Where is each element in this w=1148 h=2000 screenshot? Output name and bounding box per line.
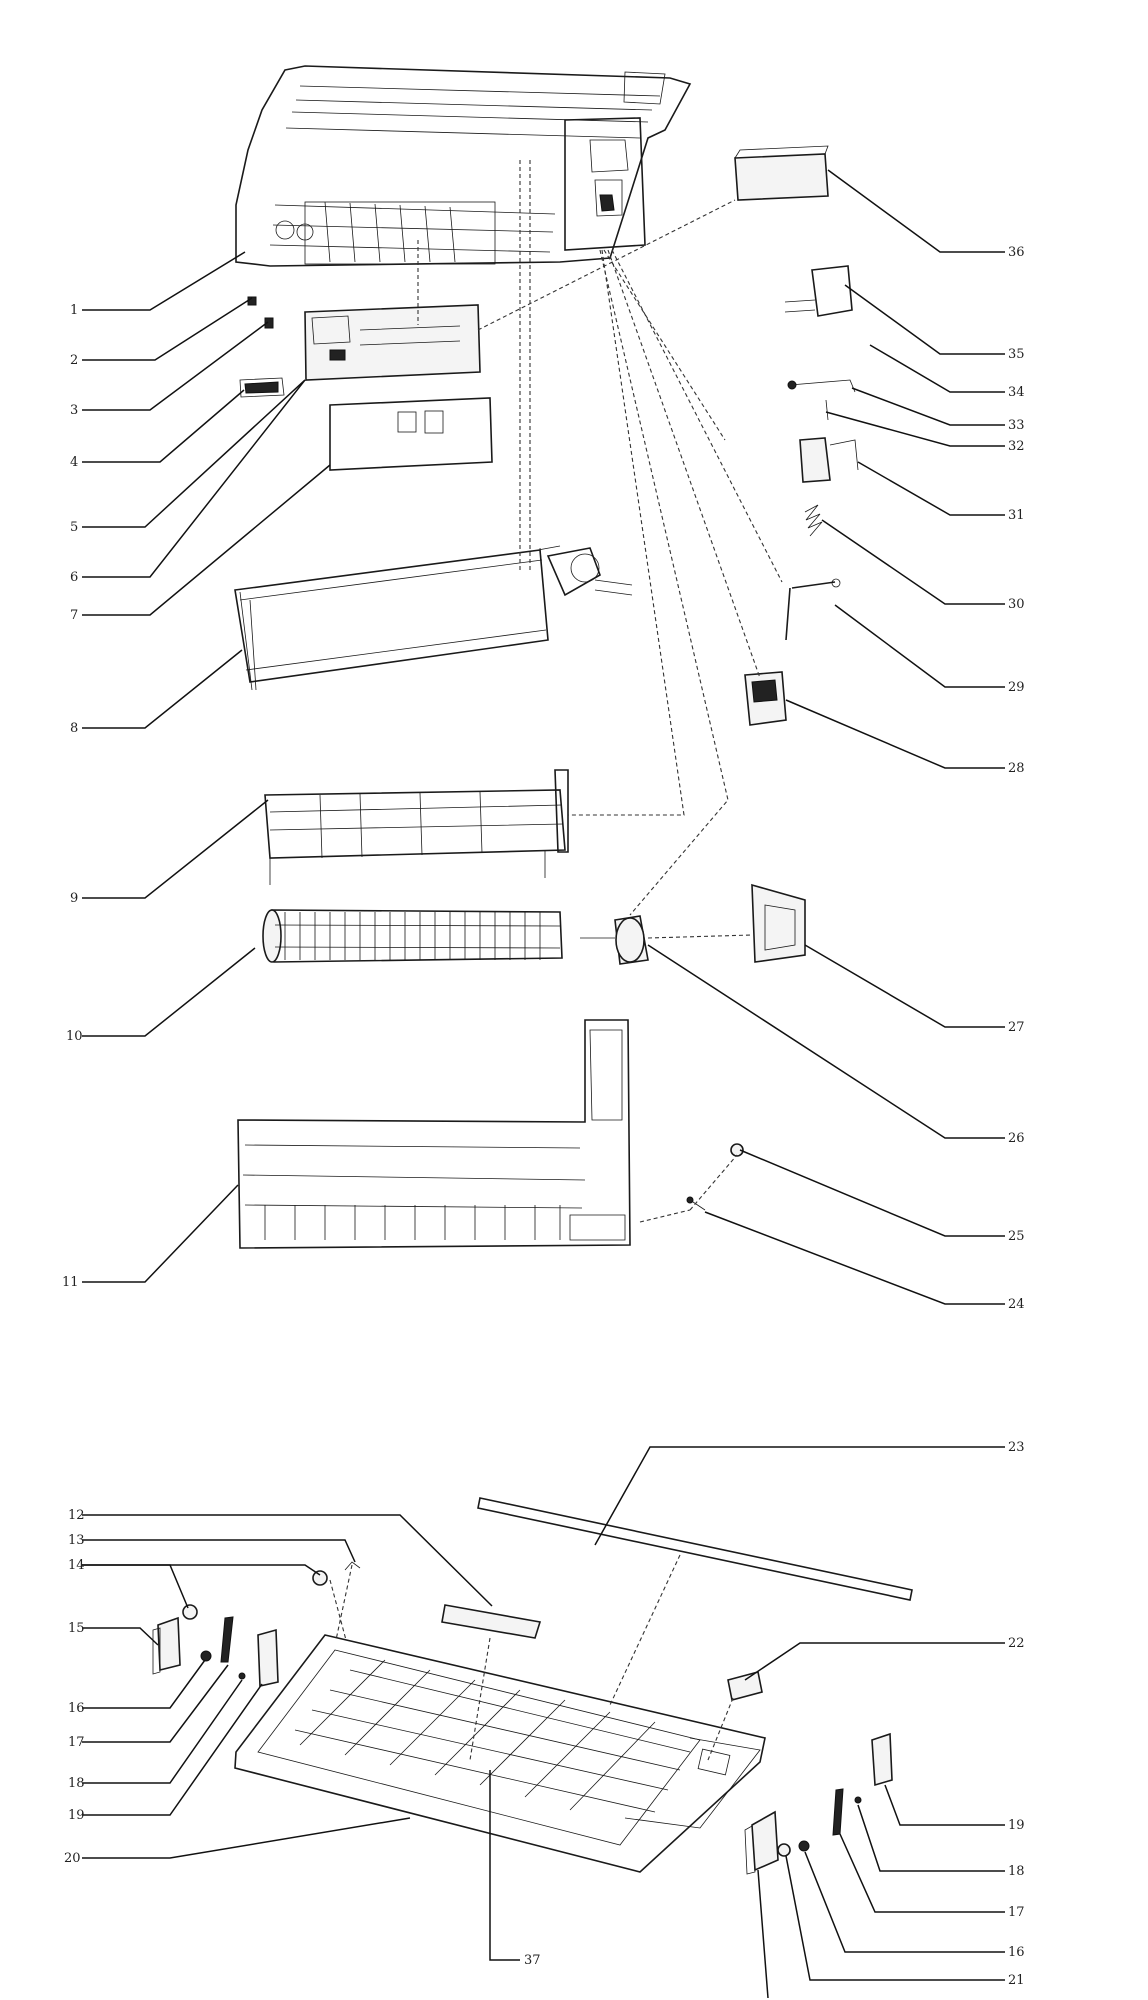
part-33-32-sensors — [787, 379, 856, 421]
callout-21: 21 — [1008, 1973, 1025, 1988]
callout-19-left: 19 — [68, 1808, 85, 1823]
callout-29: 29 — [1008, 680, 1025, 695]
part-31-valve — [799, 437, 859, 483]
part-26-motor — [580, 915, 649, 965]
callout-7: 7 — [70, 608, 78, 623]
callout-14: 14 — [68, 1558, 85, 1573]
callout-31: 31 — [1008, 508, 1025, 523]
part-5-control-box — [304, 304, 481, 381]
callout-17-left: 17 — [68, 1735, 85, 1750]
callout-24: 24 — [1008, 1297, 1025, 1312]
callout-16-right: 16 — [1008, 1945, 1025, 1960]
assembly-dashed-lines-bottom — [329, 1554, 734, 1761]
part-29-pipe — [785, 578, 841, 641]
part-2-3-4-small — [239, 296, 285, 398]
part-23-strip — [477, 1497, 913, 1601]
part-9-air-guide — [264, 769, 569, 885]
part-28-terminal — [744, 671, 787, 726]
callout-labels: 1 2 3 4 5 6 7 8 9 10 11 36 35 34 33 32 3… — [62, 245, 1025, 1988]
part-25-24-fittings — [686, 1143, 744, 1211]
callout-26: 26 — [1008, 1131, 1025, 1146]
callout-35: 35 — [1008, 347, 1025, 362]
part-10-fan-wheel — [262, 909, 563, 963]
callout-30: 30 — [1008, 597, 1025, 612]
callout-15: 15 — [68, 1621, 85, 1636]
callout-33: 33 — [1008, 418, 1025, 433]
callout-8: 8 — [70, 721, 78, 736]
callout-19-right: 19 — [1008, 1818, 1025, 1833]
part-16-17-18-19-left — [200, 1616, 279, 1687]
part-15-bracket-left — [152, 1616, 181, 1675]
callout-23: 23 — [1008, 1440, 1025, 1455]
callout-37: 37 — [524, 1953, 541, 1968]
part-35-bracket — [784, 265, 853, 317]
callout-17-right: 17 — [1008, 1905, 1025, 1920]
part-13-14-clips — [182, 1561, 361, 1620]
callout-12: 12 — [68, 1508, 85, 1523]
callout-27: 27 — [1008, 1020, 1025, 1035]
part-21-16-17-18-19-right — [777, 1732, 893, 1857]
part-11-base-tray — [237, 1019, 631, 1249]
callout-28: 28 — [1008, 761, 1025, 776]
callout-6: 6 — [70, 570, 78, 585]
leader-lines — [82, 169, 1005, 1999]
part-20-front-panel — [234, 1634, 766, 1873]
part-22-cover — [727, 1671, 763, 1701]
part-8-evaporator — [234, 545, 633, 691]
callout-9: 9 — [70, 891, 78, 906]
callout-4: 4 — [70, 455, 78, 470]
part-30-spring — [804, 504, 823, 537]
callout-16-left: 16 — [68, 1701, 85, 1716]
callout-32: 32 — [1008, 439, 1025, 454]
assembly-dashed-lines — [417, 160, 783, 1223]
callout-1: 1 — [70, 303, 78, 318]
callout-18-left: 18 — [68, 1776, 85, 1791]
part-15-bracket-right — [744, 1810, 779, 1875]
callout-2: 2 — [70, 353, 78, 368]
callout-22: 22 — [1008, 1636, 1025, 1651]
part-12-panel-piece — [441, 1604, 542, 1639]
callout-3: 3 — [70, 403, 78, 418]
part-27-motor-bracket — [751, 883, 806, 963]
callout-18-right: 18 — [1008, 1864, 1025, 1879]
callout-5: 5 — [70, 520, 78, 535]
callout-25: 25 — [1008, 1229, 1025, 1244]
callout-10: 10 — [66, 1029, 83, 1044]
callout-34: 34 — [1008, 385, 1025, 400]
callout-13: 13 — [68, 1533, 85, 1548]
part-36-box — [734, 145, 829, 201]
part-chassis-frame — [235, 65, 692, 267]
part-7-cover-plate — [329, 397, 493, 471]
callout-36: 36 — [1008, 245, 1025, 260]
callout-20: 20 — [64, 1851, 81, 1866]
callout-11: 11 — [62, 1275, 79, 1290]
